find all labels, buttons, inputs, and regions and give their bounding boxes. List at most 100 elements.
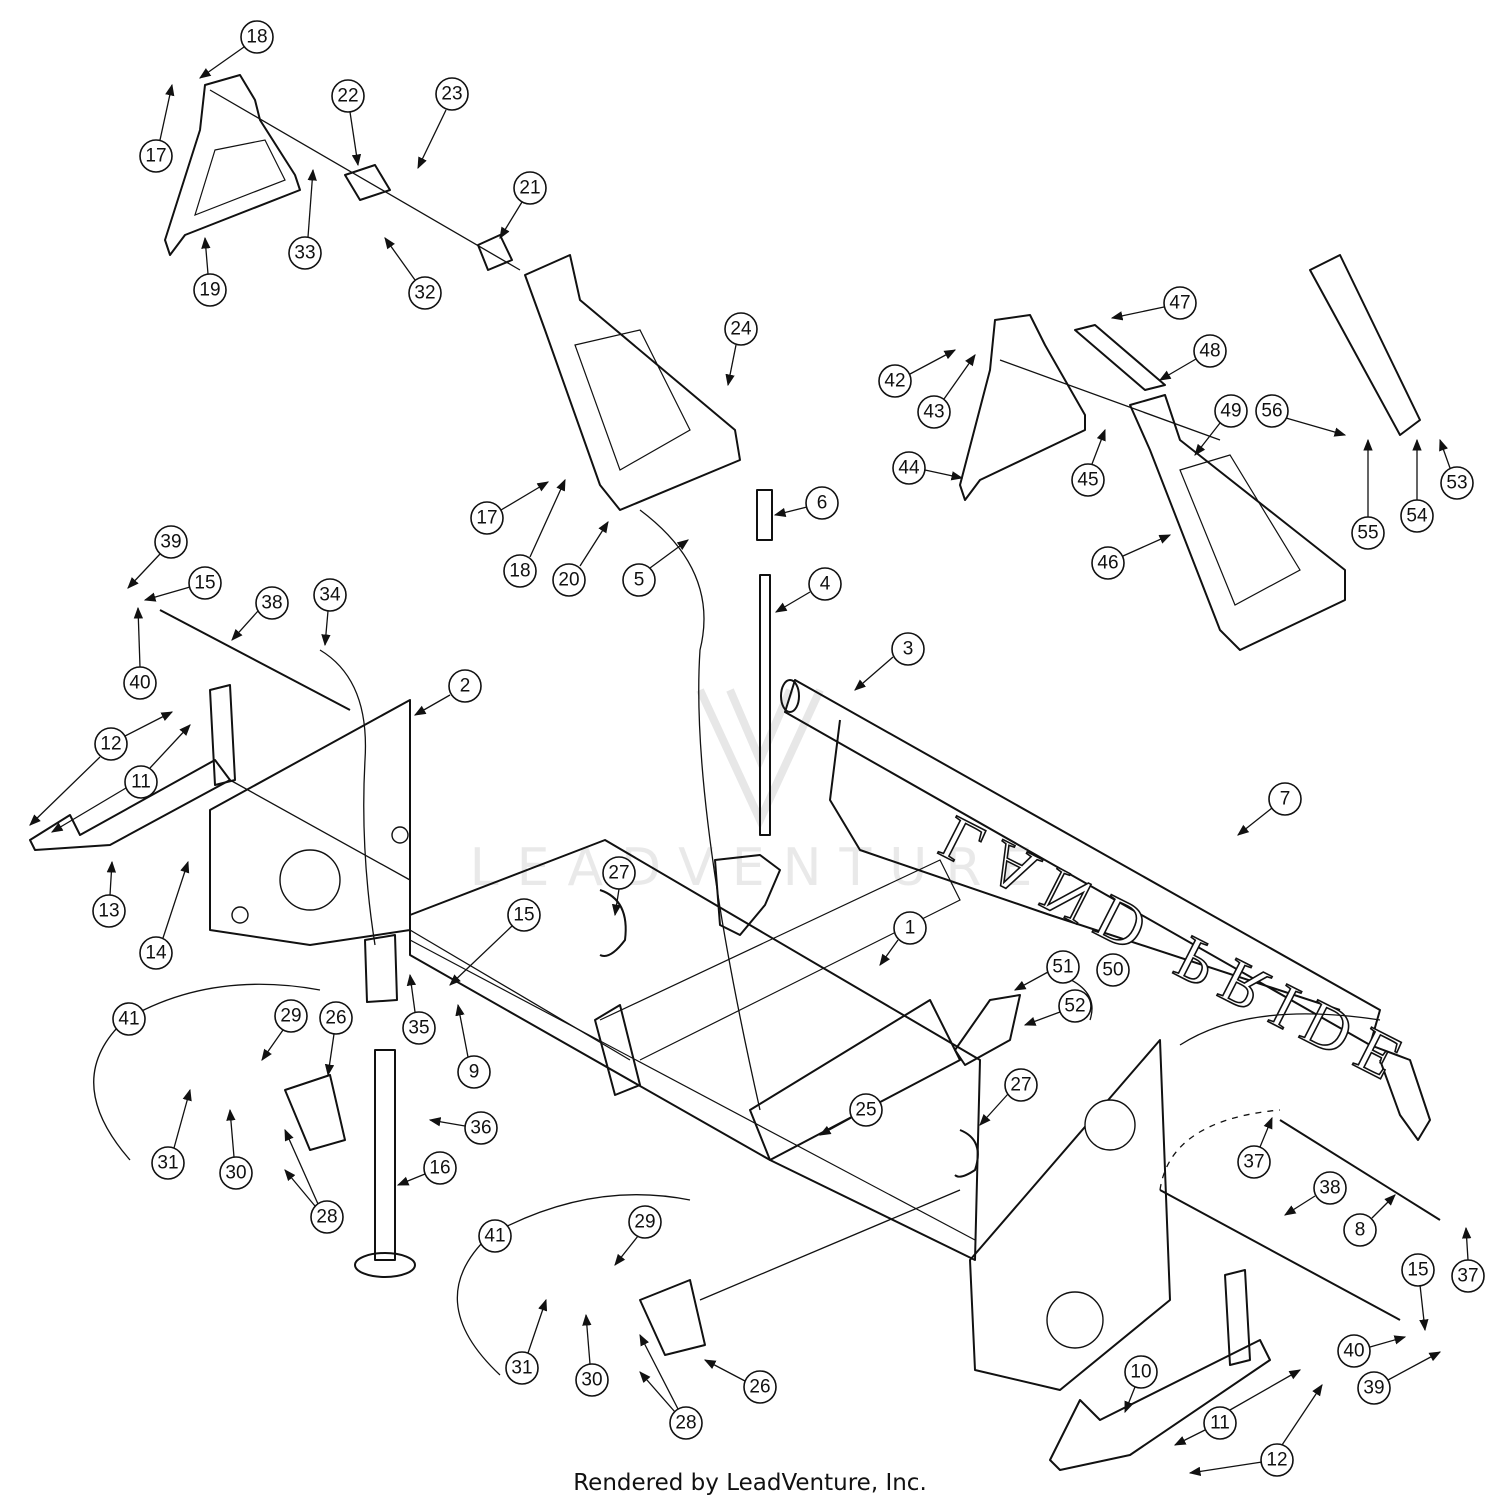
callout-55: 55 bbox=[1351, 516, 1385, 550]
callout-47: 47 bbox=[1163, 286, 1197, 320]
assembly-line-41b bbox=[456, 1194, 691, 1376]
callout-25: 25 bbox=[849, 1093, 883, 1127]
callout-38b: 38 bbox=[1313, 1171, 1347, 1205]
right-side-plate bbox=[969, 1039, 1171, 1391]
callout-label: 24 bbox=[730, 319, 752, 340]
assembly-line-e bbox=[699, 1189, 961, 1301]
callout-label: 23 bbox=[441, 84, 462, 105]
callout-label: 50 bbox=[1102, 960, 1123, 981]
callout-label: 1 bbox=[905, 918, 916, 939]
callout-label: 6 bbox=[817, 493, 828, 514]
callout-label: 21 bbox=[519, 178, 540, 199]
callout-19: 19 bbox=[193, 273, 227, 307]
callout-15c: 15 bbox=[1401, 1253, 1435, 1287]
callout-label: 39 bbox=[1363, 1378, 1384, 1399]
callout-2: 2 bbox=[448, 669, 482, 703]
callout-label: 54 bbox=[1406, 506, 1428, 527]
callout-4: 4 bbox=[808, 567, 842, 601]
callout-label: 13 bbox=[98, 901, 119, 922]
shaft-54 bbox=[1309, 254, 1421, 436]
callout-label: 36 bbox=[470, 1118, 491, 1139]
callout-11b: 11 bbox=[1203, 1406, 1237, 1440]
callout-label: 33 bbox=[294, 243, 315, 264]
u-bolt-right bbox=[954, 1129, 979, 1178]
callout-label: 34 bbox=[319, 585, 341, 606]
callout-23: 23 bbox=[435, 77, 469, 111]
callout-label: 30 bbox=[225, 1163, 246, 1184]
left-long-rod bbox=[159, 609, 351, 711]
callout-24: 24 bbox=[724, 312, 758, 346]
callout-12b: 12 bbox=[1260, 1443, 1294, 1477]
callout-38a: 38 bbox=[255, 586, 289, 620]
callout-label: 37 bbox=[1243, 1152, 1264, 1173]
callout-label: 44 bbox=[898, 458, 920, 479]
plate-48 bbox=[1074, 324, 1166, 391]
callout-label: 17 bbox=[476, 508, 497, 529]
callout-label: 12 bbox=[100, 734, 121, 755]
assembly-line-d bbox=[409, 929, 631, 1061]
assembly-line-a bbox=[639, 509, 761, 1111]
callout-label: 26 bbox=[325, 1008, 346, 1029]
assembly-line-c bbox=[229, 779, 411, 881]
bushing-22 bbox=[344, 164, 391, 201]
callout-label: 9 bbox=[469, 1062, 480, 1083]
frame-tube: LAND PRIDE bbox=[780, 679, 1431, 1141]
footer-credit: Rendered by LeadVenture, Inc. bbox=[573, 1470, 927, 1496]
callout-label: 40 bbox=[129, 673, 150, 694]
callout-label: 29 bbox=[634, 1212, 655, 1233]
callout-label: 39 bbox=[160, 532, 181, 553]
callout-41a: 41 bbox=[112, 1002, 146, 1036]
callout-8: 8 bbox=[1343, 1213, 1377, 1247]
callout-33: 33 bbox=[288, 236, 322, 270]
callout-32: 32 bbox=[408, 276, 442, 310]
left-side-plate bbox=[209, 699, 411, 946]
callout-37b: 37 bbox=[1451, 1259, 1485, 1293]
top-left-bracket bbox=[164, 74, 301, 256]
callout-label: 40 bbox=[1343, 1341, 1364, 1362]
right-threaded-rod bbox=[1279, 1119, 1441, 1221]
callout-36: 36 bbox=[464, 1111, 498, 1145]
callout-label: 35 bbox=[408, 1018, 429, 1039]
center-a-frame bbox=[524, 254, 741, 511]
u-bolt-left bbox=[599, 889, 627, 957]
callout-label: 56 bbox=[1261, 401, 1282, 422]
callout-39a: 39 bbox=[154, 525, 188, 559]
right-a-frame-46 bbox=[1129, 394, 1346, 651]
callout-11a: 11 bbox=[124, 765, 158, 799]
callout-label: 53 bbox=[1446, 473, 1467, 494]
callout-49: 49 bbox=[1214, 394, 1248, 428]
watermark-text: LEADVENTURE bbox=[470, 838, 1051, 898]
callout-35: 35 bbox=[402, 1011, 436, 1045]
callout-44: 44 bbox=[892, 451, 926, 485]
callout-label: 48 bbox=[1199, 341, 1220, 362]
callout-label: 55 bbox=[1357, 523, 1378, 544]
callout-28b: 28 bbox=[669, 1406, 703, 1440]
callout-27a: 27 bbox=[602, 856, 636, 890]
assembly-line-h bbox=[209, 89, 521, 271]
callout-6: 6 bbox=[805, 486, 839, 520]
callout-label: 11 bbox=[1210, 1413, 1230, 1434]
callout-label: 29 bbox=[280, 1006, 301, 1027]
callout-label: 17 bbox=[145, 146, 166, 167]
callout-label: 42 bbox=[884, 371, 905, 392]
brand-marking: LAND PRIDE bbox=[929, 803, 1423, 1102]
callout-34: 34 bbox=[313, 578, 347, 612]
callout-label: 41 bbox=[484, 1226, 505, 1247]
right-skid-strap bbox=[1224, 1269, 1251, 1366]
callout-29b: 29 bbox=[628, 1205, 662, 1239]
right-bracket-44 bbox=[959, 314, 1086, 501]
callout-17b: 17 bbox=[470, 501, 504, 535]
callout-15a: 15 bbox=[188, 566, 222, 600]
callout-label: 43 bbox=[923, 402, 944, 423]
callout-label: 22 bbox=[337, 86, 358, 107]
callout-41b: 41 bbox=[478, 1219, 512, 1253]
callout-46: 46 bbox=[1091, 546, 1125, 580]
assembly-line-41a bbox=[93, 983, 321, 1161]
callout-label: 11 bbox=[131, 772, 151, 793]
callout-label: 27 bbox=[608, 863, 629, 884]
callout-label: 51 bbox=[1052, 957, 1073, 978]
callout-label: 46 bbox=[1097, 553, 1118, 574]
callout-label: 52 bbox=[1064, 996, 1085, 1017]
callout-37a: 37 bbox=[1237, 1145, 1271, 1179]
